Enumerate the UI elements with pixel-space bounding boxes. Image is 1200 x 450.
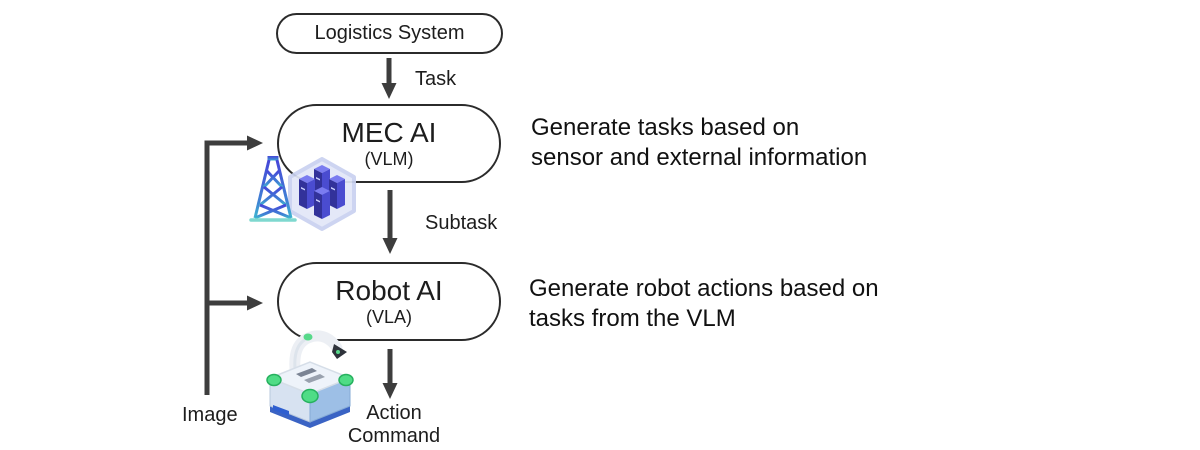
mec-annotation: Generate tasks based on sensor and exter…: [531, 113, 867, 173]
image-edge-label: Image: [182, 404, 238, 426]
robot-annotation-line1: Generate robot actions based on: [529, 275, 879, 302]
node-logistics-system: Logistics System: [276, 13, 503, 54]
action-command-edge-label: Action Command: [347, 402, 441, 447]
robot-ai-sublabel: (VLA): [365, 307, 412, 327]
robot-ai-label: Robot AI: [335, 275, 443, 306]
logistics-system-label: Logistics System: [314, 22, 465, 44]
subtask-edge-label: Subtask: [425, 212, 498, 234]
task-edge-label: Task: [415, 68, 457, 90]
mec-ai-label: MEC AI: [341, 117, 437, 148]
mec-ai-sublabel: (VLM): [364, 149, 414, 169]
robot-arm-icon: [266, 330, 354, 428]
node-robot-ai: Robot AI (VLA): [277, 262, 501, 341]
mec-annotation-line2: sensor and external information: [531, 144, 868, 171]
node-mec-ai: MEC AI (VLM): [277, 104, 501, 183]
edge-server-tower-icon: [249, 149, 356, 231]
robot-annotation-line2: tasks from the VLM: [529, 305, 736, 332]
robot-annotation: Generate robot actions based on tasks fr…: [529, 274, 879, 334]
image-to-mec-arrow: [204, 135, 263, 395]
mec-annotation-line1: Generate tasks based on: [531, 114, 800, 141]
